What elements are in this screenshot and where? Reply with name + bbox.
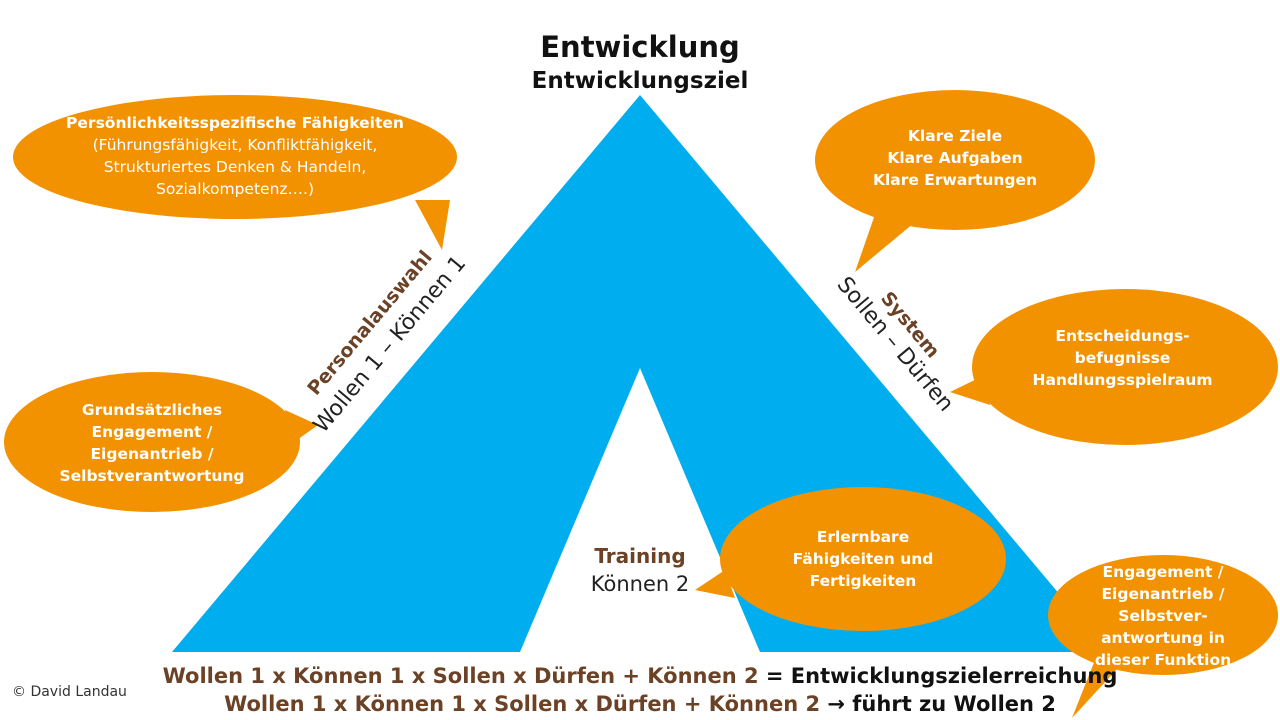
decision-line-1: Entscheidungs- [1055,327,1190,345]
goals-line-3: Klare Erwartungen [872,171,1038,189]
bubble-goals [815,90,1095,272]
engagement-left-line-1: Grundsätzliches [81,401,223,419]
personality-heading: Persönlichkeitsspezifische Fähigkeiten [66,114,404,132]
formula-line-2-lhs: Wollen 1 x Können 1 x Sollen x Dürfen + … [224,692,821,716]
engagement-right-line-3: Selbstver- [1118,607,1208,625]
goals-line-1: Klare Ziele [907,127,1003,145]
bubble-decision [950,289,1278,445]
decision-line-2: befugnisse [1074,349,1171,367]
training-formula: Können 2 [590,572,690,596]
formula-line-2: Wollen 1 x Können 1 x Sollen x Dürfen + … [160,690,1120,718]
formula-line-2-rhs: → führt zu Wollen 2 [820,692,1056,716]
bubble-engagement-left-text: Grundsätzliches Engagement / Eigenantrie… [32,399,272,487]
bubble-learnable-text: Erlernbare Fähigkeiten und Fertigkeiten [748,526,978,592]
learnable-line-3: Fertigkeiten [809,572,917,590]
bubble-decision-text: Entscheidungs- befugnisse Handlungsspiel… [1000,325,1245,391]
bubble-learnable [695,487,1006,631]
engagement-right-line-5: dieser Funktion [1094,651,1232,669]
title-main: Entwicklung [540,30,740,64]
engagement-left-line-2: Engagement / [91,423,213,441]
bubble-personality-text: Persönlichkeitsspezifische Fähigkeiten (… [60,112,410,200]
bubble-goals-text: Klare Ziele Klare Aufgaben Klare Erwartu… [835,125,1075,191]
engagement-right-line-2: Eigenantrieb / [1101,585,1225,603]
learnable-line-2: Fähigkeiten und [792,550,934,568]
copyright-notice: © David Landau [12,684,127,700]
goals-line-2: Klare Aufgaben [887,149,1023,167]
engagement-right-line-4: antwortung in [1101,629,1225,647]
title-sub: Entwicklungsziel [531,68,749,94]
bubble-engagement-right [1048,555,1278,718]
training-label: Training [594,544,686,568]
bubble-engagement-left [4,372,318,512]
engagement-right-line-1: Engagement / [1102,563,1224,581]
bubble-personality [13,95,457,250]
personality-line-2: Strukturiertes Denken & Handeln, [103,158,367,176]
formula-line-1-lhs: Wollen 1 x Können 1 x Sollen x Dürfen + … [162,664,759,688]
personality-line-1: (Führungsfähigkeit, Konfliktfähigkeit, [92,136,378,154]
bubble-engagement-right-text: Engagement / Eigenantrieb / Selbstver- a… [1073,561,1253,671]
personality-line-3: Sozialkompetenz….) [156,180,314,198]
formula-line-1: Wollen 1 x Können 1 x Sollen x Dürfen + … [160,662,1120,690]
formula-line-1-rhs: = Entwicklungszielerreichung [758,664,1118,688]
engagement-left-line-3: Eigenantrieb / [90,445,214,463]
engagement-left-line-4: Selbstverantwortung [59,467,245,485]
decision-line-3: Handlungsspielraum [1032,371,1213,389]
learnable-line-1: Erlernbare [816,528,910,546]
